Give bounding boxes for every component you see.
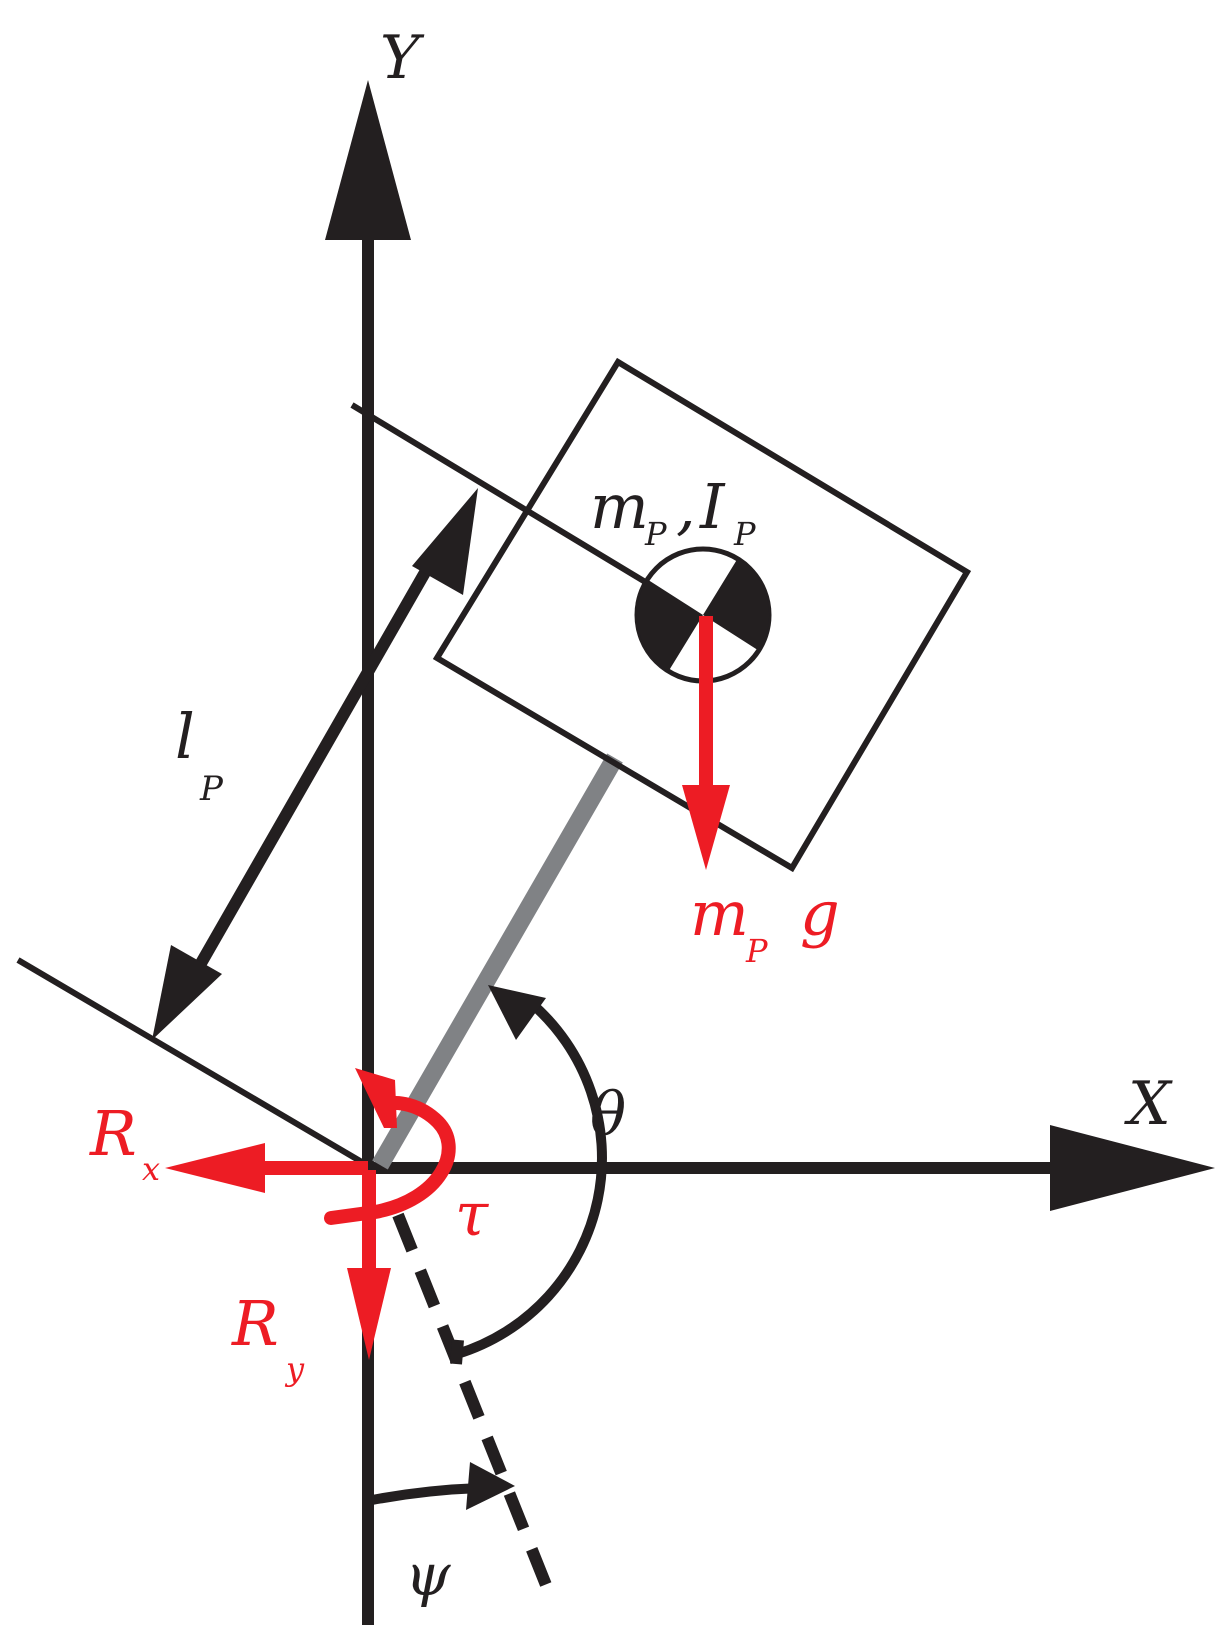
- psi-arc-arrow: [371, 1462, 515, 1510]
- length-arrowhead-upper: [412, 488, 478, 595]
- svg-text:g: g: [800, 877, 840, 950]
- svg-text:R: R: [89, 1097, 137, 1170]
- psi-label: ψ: [405, 1541, 451, 1609]
- x-axis: [368, 1125, 1215, 1211]
- svg-text:x: x: [142, 1150, 160, 1188]
- x-axis-arrowhead: [1050, 1125, 1215, 1211]
- torque-arrowhead: [355, 1068, 397, 1128]
- svg-text:P: P: [644, 515, 667, 553]
- reaction-force-ry: [347, 1170, 391, 1360]
- torque-label: τ: [455, 1180, 489, 1250]
- svg-text:l: l: [175, 700, 195, 773]
- svg-text:P: P: [745, 932, 768, 970]
- torque-arrow: [324, 1068, 456, 1225]
- svg-text:P: P: [199, 769, 224, 809]
- svg-text:R: R: [231, 1287, 279, 1360]
- weight-force-vector: [682, 616, 730, 870]
- svg-text:,: ,: [676, 470, 696, 543]
- svg-text:I: I: [699, 470, 726, 543]
- dashed-reference-line: [392, 1212, 554, 1593]
- psi-arrowhead: [466, 1462, 515, 1510]
- reaction-force-rx: [165, 1143, 368, 1193]
- length-label: l P: [175, 700, 224, 809]
- weight-arrowhead: [682, 785, 730, 870]
- dimension-extension-lower: [16, 957, 374, 1171]
- svg-text:P: P: [733, 515, 756, 553]
- length-arrowhead-lower: [152, 945, 222, 1040]
- rx-arrowhead: [165, 1143, 265, 1193]
- svg-text:m: m: [590, 470, 649, 543]
- y-axis-arrowhead: [325, 80, 411, 240]
- y-axis-label: Y: [380, 23, 425, 93]
- pendulum-rod: [372, 753, 623, 1170]
- y-axis: [325, 80, 411, 1625]
- svg-text:y: y: [284, 1350, 305, 1388]
- weight-label: m P g: [690, 877, 840, 970]
- x-axis-label: X: [1124, 1069, 1173, 1139]
- svg-text:m: m: [690, 877, 749, 950]
- ry-arrowhead: [347, 1268, 391, 1360]
- theta-arc-arrow: [450, 985, 607, 1365]
- theta-arrowhead: [488, 985, 546, 1040]
- ry-label: R y: [231, 1287, 305, 1388]
- length-dimension-arrow: [152, 488, 478, 1040]
- rx-label: R x: [89, 1097, 160, 1188]
- body-mass-inertia-label: m P , I P: [590, 470, 756, 553]
- pendulum-body-box: [432, 357, 972, 873]
- theta-label: θ: [590, 1080, 626, 1150]
